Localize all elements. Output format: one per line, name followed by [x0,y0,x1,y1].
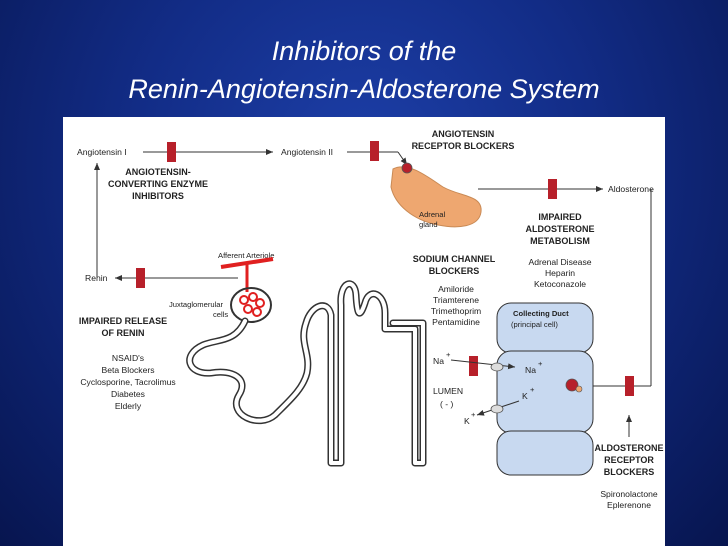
sodium-channel-line1: SODIUM CHANNEL [413,254,496,264]
aldo-receptor-line3: BLOCKERS [604,467,655,477]
metabolism-cause-3: Ketoconazole [534,279,586,289]
arb-label-line1: ANGIOTENSIN [432,129,495,139]
na-reabsorption-arrow [450,359,516,370]
arb-label-line2: RECEPTOR BLOCKERS [412,141,515,151]
ace-inhibitors-line3: INHIBITORS [132,191,184,201]
impaired-metabolism-line1: IMPAIRED [538,212,582,222]
na-cell-label: Na [525,365,536,375]
ace-blocker-bar [167,142,176,162]
angiotensin-2-label: Angiotensin II [281,147,333,157]
metabolism-cause-2: Heparin [545,268,575,278]
renin-blocker-bar [136,268,145,288]
arb-blocker-bar [370,141,379,161]
k-cell-charge: + [530,385,535,394]
renin-cause-1: NSAID's [112,353,144,363]
k-lumen-charge: + [471,410,476,419]
aldo-receptor-blocker-bar [625,376,634,396]
impaired-release-line1: IMPAIRED RELEASE [79,316,167,326]
aldo-drug-2: Eplerenone [607,500,651,510]
raas-diagram: Angiotensin I Angiotensin II ANGIOTENSIN… [63,117,665,546]
ace-inhibitors-line1: ANGIOTENSIN- [125,167,191,177]
impaired-metabolism-line3: METABOLISM [530,236,590,246]
sodium-drug-4: Pentamidine [432,317,480,327]
mineralocorticoid-receptor-icon [565,378,579,392]
metabolism-blocker-bar [548,179,557,199]
renin-cause-3: Cyclosporine, Tacrolimus [80,377,175,387]
sodium-drug-2: Triamterene [433,295,479,305]
glomerulus-icon [230,287,272,323]
aldo-receptor-line1: ALDOSTERONE [594,443,663,453]
collecting-duct-cell-bottom [496,430,594,476]
afferent-arteriole-label: Afferent Arteriole [218,251,274,260]
renin-cause-4: Diabetes [111,389,145,399]
enac-channel-icon [490,362,504,372]
romk-channel-icon [490,404,504,414]
nephron-tubule-lumen [187,281,425,465]
k-cell-label: K [522,391,528,401]
na-lumen-label: Na [433,356,444,366]
lumen-charge-label: ( - ) [440,399,453,409]
lumen-label: LUMEN [433,386,463,396]
sodium-channel-line2: BLOCKERS [429,266,480,276]
aldosterone-molecule-icon [575,385,583,393]
impaired-release-line2: OF RENIN [101,328,144,338]
k-lumen-label: K [464,416,470,426]
collecting-duct-line2: (principal cell) [511,320,558,329]
aldo-drug-1: Spironolactone [600,489,658,499]
renin-cause-5: Elderly [115,401,142,411]
renin-cause-2: Beta Blockers [101,365,154,375]
impaired-metabolism-line2: ALDOSTERONE [525,224,594,234]
adrenal-label-line2: gland [419,220,438,229]
raas-diagram-svg: Angiotensin I Angiotensin II ANGIOTENSIN… [77,129,664,510]
adrenal-gland-shape [390,166,482,228]
aldosterone-label: Aldosterone [608,184,654,194]
juxtaglomerular-line1: Juxtaglomerular [169,300,223,309]
juxtaglomerular-line2: cells [213,310,228,319]
adrenal-receptor-icon [401,162,413,174]
adrenal-label-line1: Adrenal [419,210,445,219]
collecting-duct-line1: Collecting Duct [513,309,569,318]
na-lumen-charge: + [446,350,451,359]
slide-title-line-2: Renin-Angiotensin-Aldosterone System [128,74,600,104]
metabolism-cause-1: Adrenal Disease [528,257,591,267]
ace-inhibitors-line2: CONVERTING ENZYME [108,179,208,189]
sodium-drug-3: Trimethoprim [431,306,481,316]
slide-title-line-1: Inhibitors of the [271,36,457,66]
renin-label: Renin [85,273,108,283]
na-cell-charge: + [538,359,543,368]
sodium-drug-1: Amiloride [438,284,474,294]
aldo-receptor-line2: RECEPTOR [604,455,654,465]
sodium-channel-blocker-bar [469,356,478,376]
angiotensin-1-label: Angiotensin I [77,147,127,157]
